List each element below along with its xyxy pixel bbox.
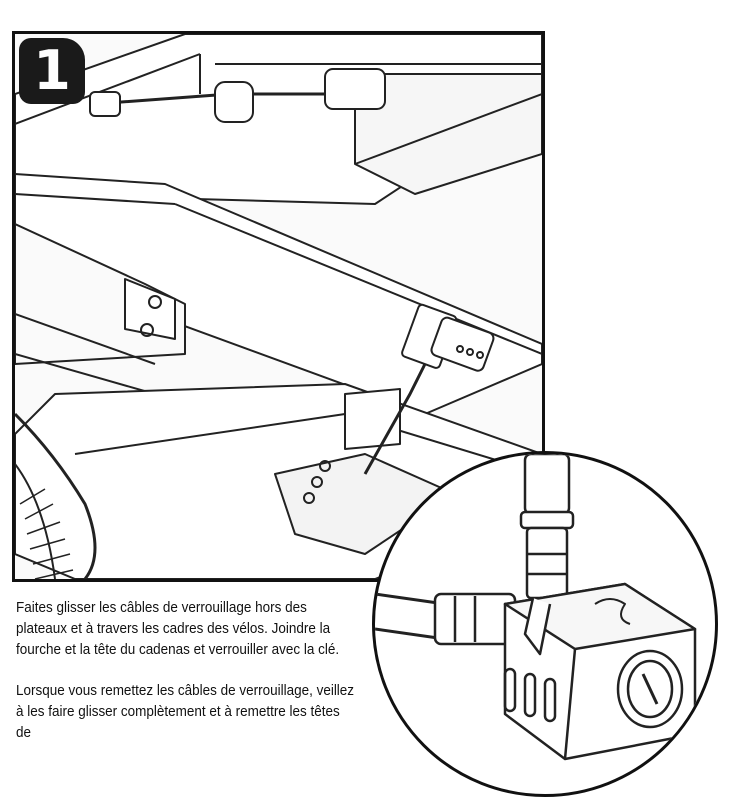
instruction-text: Faites glisser les câbles de verrouillag… (16, 598, 354, 764)
main-illustration: 1 (12, 31, 545, 582)
instruction-paragraph-2: Lorsque vous remettez les câbles de verr… (16, 683, 355, 741)
detail-zoom-circle (372, 451, 718, 797)
cable-lock-head-detail-illustration (375, 454, 697, 761)
step-number-badge: 1 (19, 38, 85, 104)
bike-rack-lock-cable-illustration (15, 34, 542, 579)
instruction-paragraph-1: Faites glisser les câbles de verrouillag… (16, 600, 340, 658)
